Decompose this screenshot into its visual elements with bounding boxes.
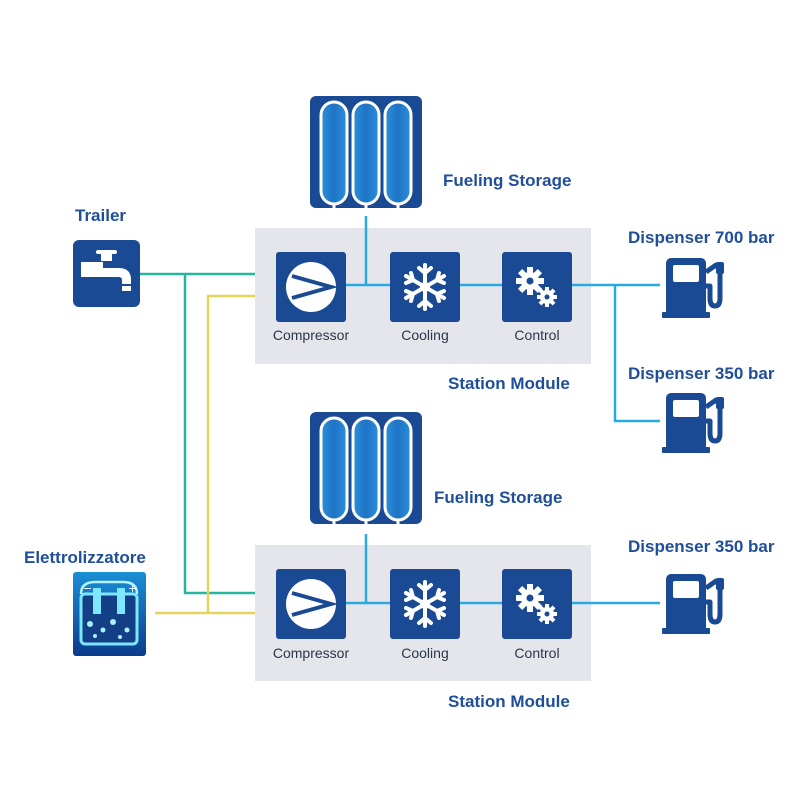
fueling-storage-label-2: Fueling Storage xyxy=(434,488,563,507)
svg-text:+: + xyxy=(128,582,137,595)
storage-cylinders-icon xyxy=(308,94,424,216)
svg-text:−: − xyxy=(83,582,92,595)
control-label-2: Control xyxy=(514,645,560,661)
dispenser-350-label-2: Dispenser 350 bar xyxy=(628,537,775,556)
dispenser-350-label-1: Dispenser 350 bar xyxy=(628,364,775,383)
hydrogen-lines-station-1 xyxy=(346,216,660,423)
trailer-supply-line xyxy=(140,272,276,595)
compressor-icon xyxy=(274,250,348,324)
fuel-pump-icon xyxy=(662,574,724,634)
electrolyzer-icon: − + xyxy=(73,572,146,656)
gears-icon xyxy=(502,252,572,322)
snowflake-icon xyxy=(388,567,462,641)
station-module-label-1: Station Module xyxy=(448,374,570,393)
faucet-icon xyxy=(73,240,140,307)
cooling-label-1: Cooling xyxy=(401,327,449,343)
compressor-label-2: Compressor xyxy=(272,645,350,661)
dispenser-700-label: Dispenser 700 bar xyxy=(628,228,775,247)
station-module-label-2: Station Module xyxy=(448,692,570,711)
compressor-icon xyxy=(274,567,348,641)
fuel-pump-icon xyxy=(662,393,724,453)
fueling-storage-label-1: Fueling Storage xyxy=(443,171,572,190)
snowflake-icon xyxy=(388,250,462,324)
fuel-pump-icon xyxy=(662,258,724,318)
storage-cylinders-icon xyxy=(308,410,424,532)
control-label-1: Control xyxy=(514,327,560,343)
hydrogen-lines-station-2 xyxy=(346,534,660,605)
trailer-label: Trailer xyxy=(75,206,127,225)
compressor-label-1: Compressor xyxy=(272,327,350,343)
cooling-label-2: Cooling xyxy=(401,645,449,661)
electrolyzer-label: Elettrolizzatore xyxy=(24,548,146,567)
gears-icon xyxy=(502,569,572,639)
